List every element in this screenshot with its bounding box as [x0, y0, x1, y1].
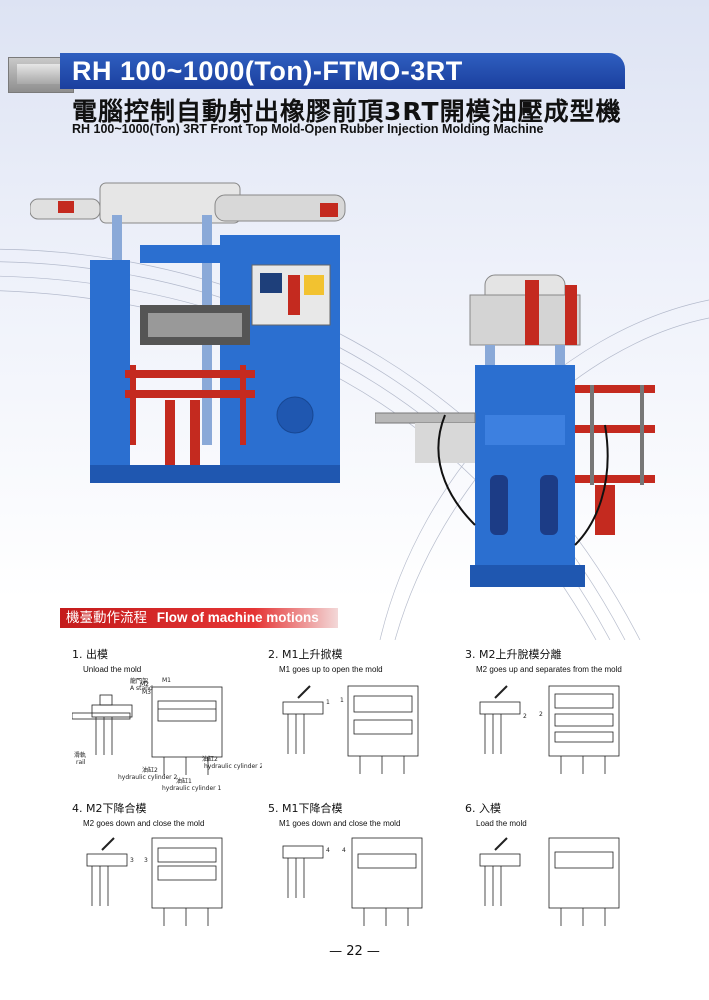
label-cyl2-en-a: hydraulic cylinder 2 [204, 763, 262, 770]
marker-m2-down-2: 3 [144, 857, 148, 864]
step-description: M2 goes down and close the mold [83, 819, 205, 828]
step-title: 2. M1上升掀模 [268, 648, 343, 661]
diagram-step-5: 4 4 [282, 837, 423, 926]
section-title-chinese: 機臺動作流程 [66, 610, 147, 626]
step-description: Load the mold [476, 819, 527, 828]
step-5: 5. M1下降合模 M1 goes down and close the mol… [268, 800, 468, 828]
label-a-stand-en: A stand [130, 685, 153, 692]
label-cyl2-cn-b: 油缸2 [142, 766, 158, 774]
step-description: M2 goes up and separates from the mold [476, 665, 622, 674]
marker-m1-up-2: 1 [340, 697, 344, 704]
label-m3: M3 [142, 689, 151, 696]
diagram-step-4: 3 3 [86, 837, 223, 926]
step-title: 1. 出模 [72, 648, 108, 661]
page-number: — 22 — [329, 944, 380, 959]
step-description: M1 goes up to open the mold [279, 665, 383, 674]
label-m2: M2 [140, 681, 149, 688]
diagram-step-6 [479, 837, 620, 926]
step-3: 3. M2上升脫模分離 M2 goes up and separates fro… [465, 646, 665, 674]
step-2: 2. M1上升掀模 M1 goes up to open the mold [268, 646, 468, 674]
step-title: 6. 入模 [465, 802, 501, 815]
label-cyl2-en-b: hydraulic cylinder 2 [118, 774, 178, 781]
label-m1: M1 [162, 677, 171, 684]
marker-m1-down-2: 4 [342, 847, 346, 854]
title-english: RH 100~1000(Ton) 3RT Front Top Mold-Open… [72, 122, 544, 136]
machine-photo-right [375, 274, 655, 587]
step-title: 3. M2上升脫模分離 [465, 648, 562, 661]
diagram-step-1: 龍門架 A stand M1 M2 M3 滑軌 rail 油缸2 hydraul… [72, 677, 262, 792]
label-a-stand-cn: 龍門架 [130, 677, 148, 685]
step-description: Unload the mold [83, 665, 142, 674]
machine-photo-left [30, 182, 346, 483]
marker-m1-up: 1 [326, 699, 330, 706]
step-description: M1 goes down and close the mold [279, 819, 401, 828]
title-band [60, 53, 625, 89]
section-header: 機臺動作流程 Flow of machine motions [66, 608, 319, 628]
marker-m2-up-2: 2 [539, 711, 543, 718]
label-rail-cn: 滑軌 [74, 751, 86, 759]
label-rail-en: rail [76, 759, 86, 766]
label-cyl2-cn-a: 油缸2 [202, 755, 218, 763]
step-title: 4. M2下降合模 [72, 802, 147, 815]
diagram-step-3: 2 2 [479, 685, 620, 774]
marker-m2-up: 2 [523, 713, 527, 720]
step-title: 5. M1下降合模 [268, 802, 343, 815]
diagram-step-2: 1 1 [282, 685, 419, 774]
label-cyl1-en: hydraulic cylinder 1 [162, 785, 222, 792]
marker-m1-down: 4 [326, 847, 330, 854]
page-title: RH 100~1000(Ton)-FTMO-3RT [72, 56, 463, 86]
step-4: 4. M2下降合模 M2 goes down and close the mol… [72, 800, 272, 828]
label-cyl1-cn: 油缸1 [176, 777, 192, 785]
title-chinese: 電腦控制自動射出橡膠前頂3RT開模油壓成型機 [72, 97, 622, 126]
step-1: 1. 出模 Unload the mold [72, 646, 272, 674]
section-header-bar [60, 608, 338, 628]
section-title-english: Flow of machine motions [156, 610, 319, 625]
marker-m2-down: 3 [130, 857, 134, 864]
step-6: 6. 入模 Load the mold [465, 800, 665, 828]
